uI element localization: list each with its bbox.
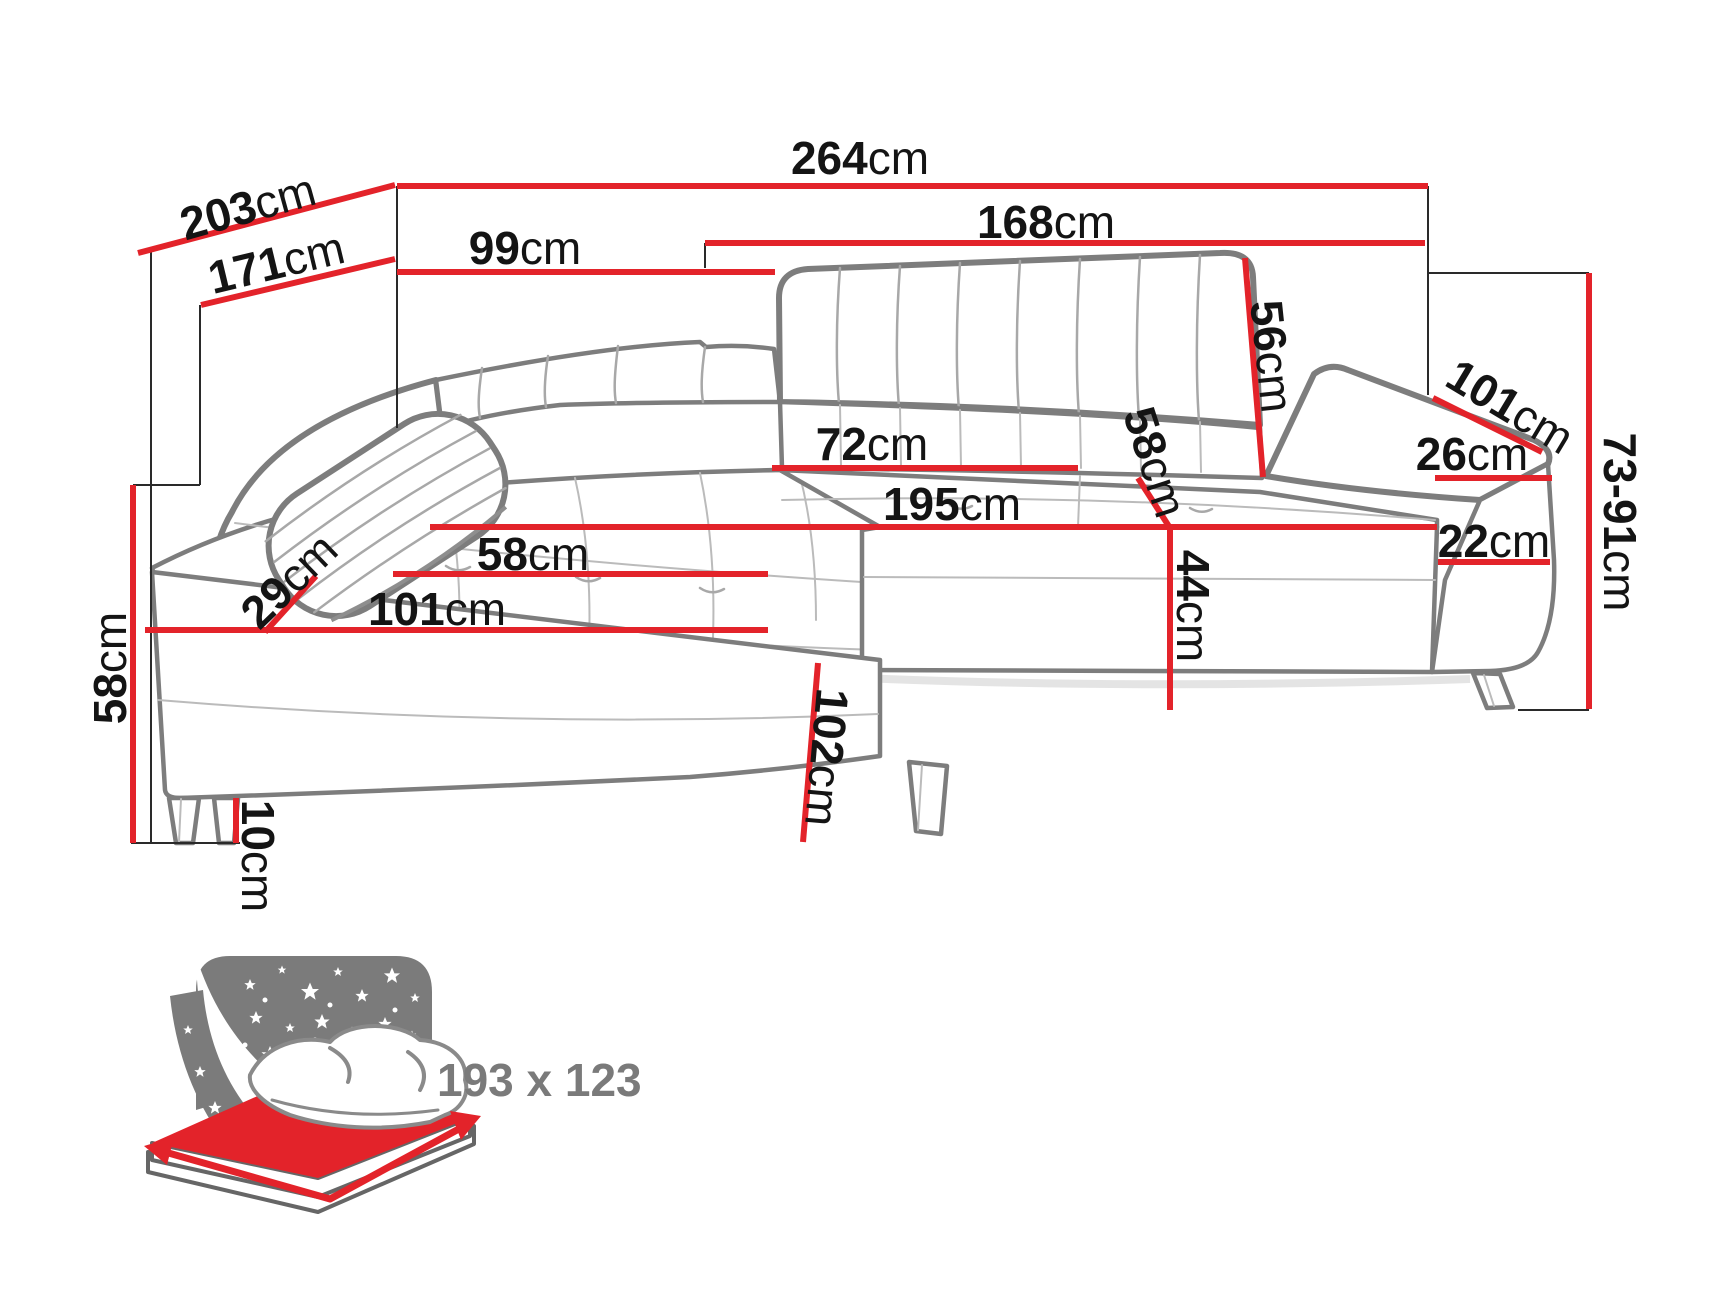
- dim-label-chaise-seat-width: 58cm: [477, 528, 590, 580]
- right-armrest-front: [1429, 461, 1557, 675]
- dim-line-backrest-height: [1242, 257, 1266, 478]
- construction-lines: [131, 186, 1589, 844]
- sofa-leg: [1470, 670, 1516, 711]
- dim-label-seat-front-height: 44cm: [1167, 550, 1219, 663]
- dim-line-seat-depth: [1135, 476, 1173, 530]
- dim-line-inner-depth: [200, 256, 396, 308]
- bed-dimension-arrows: [144, 1111, 481, 1203]
- dim-line-total-depth: [137, 182, 396, 256]
- right-front-face: [859, 524, 1440, 675]
- dim-label-leg-height: 10cm: [232, 800, 284, 913]
- sleeping-area-label: 193 x 123: [437, 1054, 642, 1106]
- dim-label-right-back-width: 168cm: [977, 196, 1115, 248]
- dim-label-armrest-base-width: 22cm: [1438, 515, 1551, 567]
- dim-label-backrest-height: 56cm: [1240, 298, 1303, 415]
- dim-label-chaise-length: 101cm: [368, 583, 506, 635]
- sofa-drawing: [149, 249, 1557, 846]
- dim-label-seat-height: 58cm: [84, 612, 136, 725]
- dim-label-seat-front-width: 195cm: [883, 478, 1021, 530]
- blanket: [247, 1024, 469, 1130]
- dim-label-bed-depth: 102cm: [795, 686, 859, 828]
- right-seat-cushions: [777, 467, 1440, 530]
- dim-label-armrest-top-width: 26cm: [1416, 428, 1529, 480]
- headrest-cushion: [264, 410, 509, 623]
- sofa-bed-icon: 193 x 123: [144, 956, 642, 1214]
- dim-line-bed-depth: [800, 662, 821, 843]
- dim-line-armrest-length: [1431, 395, 1544, 455]
- sofa-leg: [906, 759, 950, 837]
- right-armrest-top: [1263, 363, 1553, 503]
- sofa-leg: [166, 795, 202, 846]
- dim-label-height-range: 73-91cm: [1594, 433, 1646, 612]
- corner-back-panel: [433, 339, 783, 431]
- dimension-lines: [130, 182, 1592, 843]
- dim-label-seat-cushion-width: 72cm: [816, 418, 929, 470]
- dim-label-total-width: 264cm: [791, 132, 929, 184]
- dim-label-left-back-width: 99cm: [469, 222, 582, 274]
- dim-line-backrest-gap: [262, 573, 319, 635]
